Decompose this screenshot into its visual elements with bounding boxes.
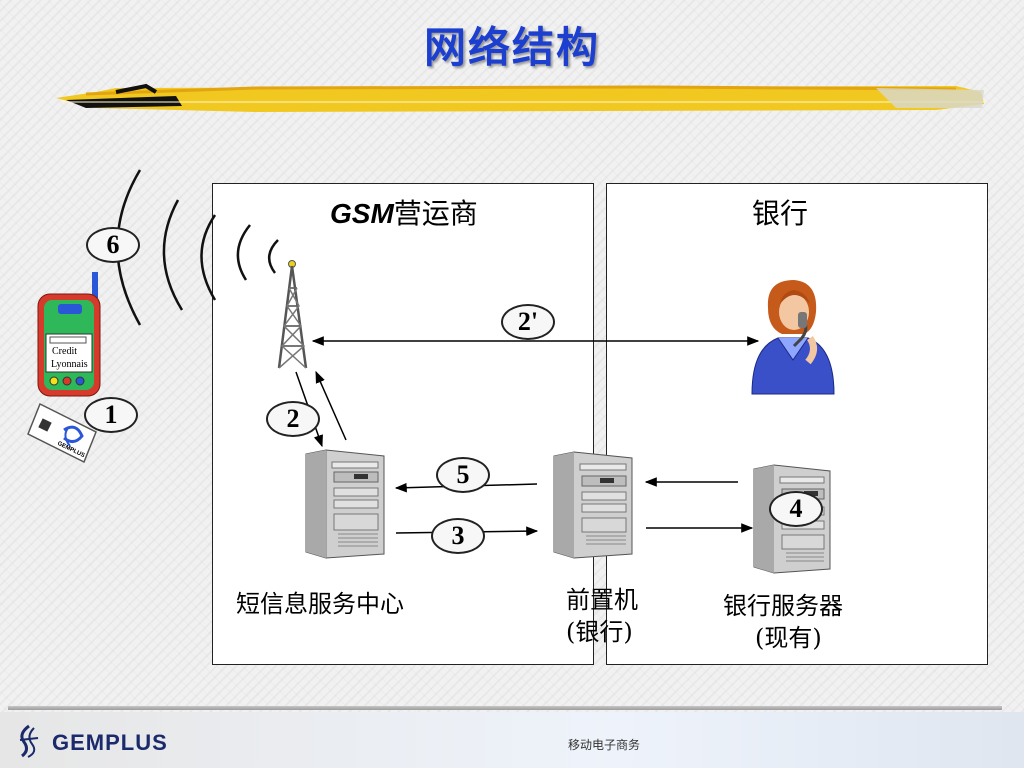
arrow-sms-to-tower [315,370,347,441]
bank-panel [606,183,988,665]
step-badge-5: 5 [436,457,490,493]
step-badge-6: 6 [86,227,140,263]
title-underline-brush [56,83,986,112]
front-end-label-line2: (银行) [566,618,633,646]
server-tower-icon [305,449,385,559]
footer-band [0,712,1024,768]
footer-caption: 移动电子商务 [568,738,641,752]
bank-label: 银行 [752,197,809,230]
step-badge-2: 2 [266,401,320,437]
step-badge-1: 1 [84,397,138,433]
phone-operator-icon [751,280,835,395]
footer-divider [8,706,1002,710]
bank-server-label-line2: (现有) [755,624,822,652]
bank-server-label-line1: 银行服务器 [723,592,843,620]
smart-card-icon [27,402,97,464]
sms-center-label: 短信息服务中心 [236,590,404,618]
phone-screen-line2: Lyonnais [51,359,88,370]
antenna-tower-icon [277,260,308,369]
front-end-label-line1: 前置机 [566,586,638,614]
gsm-label-prefix: GSM [330,198,394,229]
phone-screen-line1: Credit [52,346,77,357]
footer-logo-text: GEMPLUS [52,730,168,755]
step-badge-4: 4 [769,491,823,527]
gsm-label-suffix: 营运商 [393,197,478,230]
step-badge-3: 3 [431,518,485,554]
front-end-server-icon [553,451,633,559]
gemplus-logo-icon [19,724,39,758]
mobile-phone-icon [37,272,101,397]
slide-title: 网络结构 [423,23,600,72]
step-badge-2-prime: 2' [501,304,555,340]
gsm-operator-label: GSM营运商 [330,192,478,232]
